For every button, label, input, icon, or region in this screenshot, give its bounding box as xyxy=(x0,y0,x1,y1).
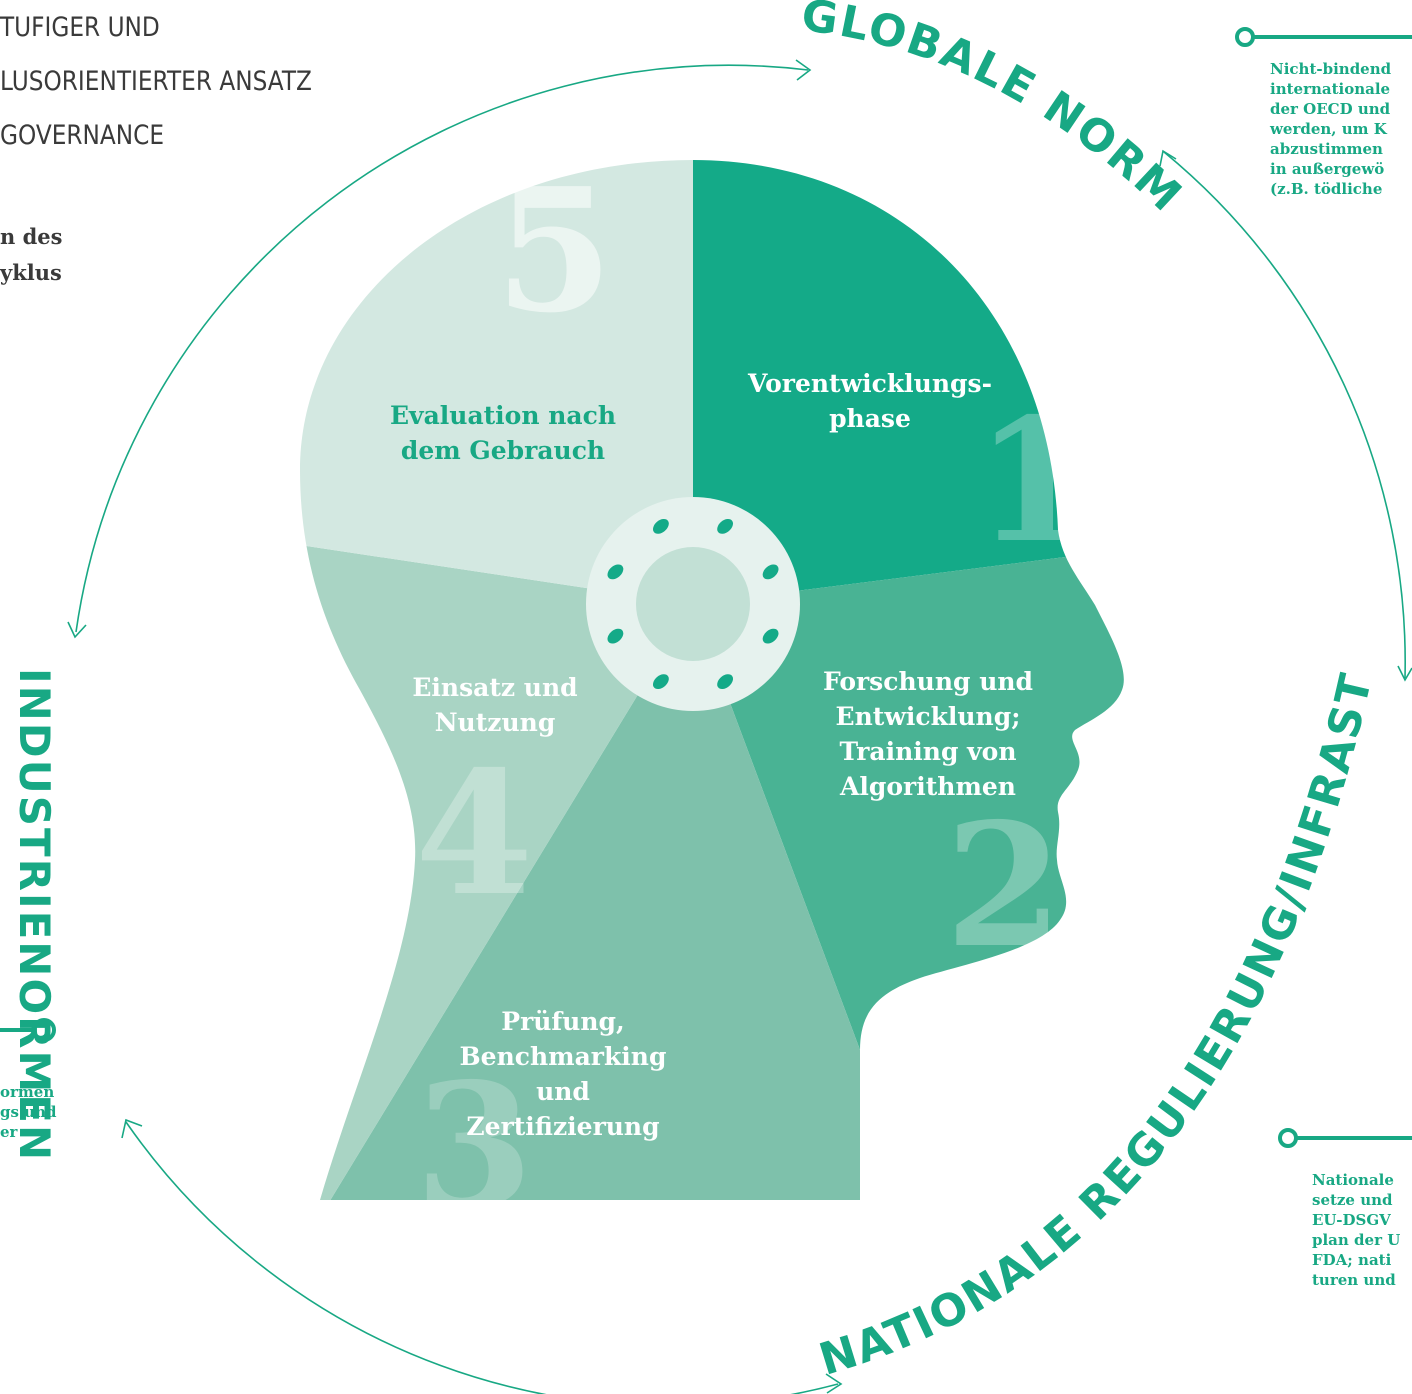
center-hub xyxy=(586,497,800,711)
arrowhead-bottom xyxy=(825,1373,843,1394)
arrowhead-right-bottom xyxy=(1397,665,1412,682)
hub-dot xyxy=(607,628,624,644)
phase-label-line: Zertifizierung xyxy=(466,1112,659,1141)
phase-label-line: Training von xyxy=(839,737,1016,766)
arc-top-left xyxy=(75,64,809,633)
note-national-line: Nationale xyxy=(1312,1171,1394,1189)
arrowhead-top xyxy=(795,59,812,81)
phase-label-line: dem Gebrauch xyxy=(401,436,605,465)
segment-phase-3 xyxy=(300,604,935,1200)
hub-dot xyxy=(762,564,779,580)
phase-label-line: Evaluation nach xyxy=(390,401,616,430)
note-national: Nationale setze und EU-DSGV plan der U F… xyxy=(1312,1170,1400,1290)
note-global-line: in außergewö xyxy=(1270,160,1385,178)
connector-national-dot xyxy=(1278,1128,1298,1148)
arrowhead-left xyxy=(67,621,87,639)
phase-label-line: Entwicklung; xyxy=(836,702,1021,731)
note-industry-line: ormen xyxy=(0,1083,55,1101)
note-national-line: FDA; nati xyxy=(1312,1251,1392,1269)
note-national-line: turen und xyxy=(1312,1271,1396,1289)
phase-label-line: phase xyxy=(829,404,911,433)
note-industry-line: gs und xyxy=(0,1103,57,1121)
phase-number-5: 5 xyxy=(495,151,613,351)
phase-label-1: Vorentwicklungs-phase xyxy=(747,369,992,433)
phase-label-line: Einsatz und xyxy=(412,673,577,702)
phase-label-line: Algorithmen xyxy=(839,772,1016,801)
hub-dot xyxy=(653,519,669,534)
hub-core xyxy=(636,547,750,661)
hub-dot xyxy=(653,674,669,689)
note-global-line: (z.B. tödliche xyxy=(1270,180,1383,198)
title-line-3: GOVERNANCE xyxy=(0,120,165,151)
hub-dot xyxy=(717,519,733,534)
arrowhead-left-bottom xyxy=(121,1118,143,1139)
arc-right xyxy=(1163,151,1406,679)
phase-label-line: Benchmarking xyxy=(460,1042,667,1071)
arrowhead-right-top xyxy=(1159,149,1177,167)
hub-dot xyxy=(762,628,779,644)
phase-number-3: 3 xyxy=(415,1046,533,1246)
connector-global-dot xyxy=(1235,27,1255,47)
phase-label-line: Vorentwicklungs- xyxy=(747,369,992,398)
connector-industry-dot xyxy=(32,1018,56,1042)
hub-dot xyxy=(607,564,624,580)
note-global-line: werden, um K xyxy=(1270,120,1387,138)
note-national-line: setze und xyxy=(1312,1191,1393,1209)
arrowheads xyxy=(67,59,1412,1394)
title-line-1: TUFIGER UND xyxy=(0,12,160,43)
note-global: Nicht-bindend internationale der OECD un… xyxy=(1270,59,1391,199)
hub-dot xyxy=(717,674,733,689)
cycle-arcs xyxy=(75,64,1406,1394)
phase-label-line: Nutzung xyxy=(435,708,556,737)
note-global-line: Nicht-bindend xyxy=(1270,60,1392,78)
note-national-line: plan der U xyxy=(1312,1231,1401,1249)
note-global-line: internationale xyxy=(1270,80,1391,98)
industry-norms-label: INDUSTRIENORMEN xyxy=(10,668,59,1162)
subtitle-line-2: yklus xyxy=(0,260,62,285)
title-line-2: LUSORIENTIERTER ANSATZ xyxy=(0,66,312,97)
subtitle-line-1: n des xyxy=(0,224,63,249)
note-global-line: der OECD und xyxy=(1270,100,1391,118)
note-national-line: EU-DSGV xyxy=(1312,1211,1391,1229)
phase-label-line: und xyxy=(536,1077,590,1106)
phase-label-5: Evaluation nach dem Gebrauch xyxy=(390,401,616,465)
hub-dots xyxy=(607,519,779,689)
note-connectors xyxy=(0,27,1412,1148)
phase-label-line: Forschung und xyxy=(823,667,1033,696)
phase-number-1: 1 xyxy=(975,381,1093,581)
phase-number-4: 4 xyxy=(415,734,533,934)
industry-norms-text: INDUSTRIENORMEN xyxy=(10,668,59,1162)
arc-bottom xyxy=(125,1121,839,1394)
note-global-line: abzustimmen xyxy=(1270,140,1383,158)
note-industry: ormen gs und er xyxy=(0,1082,56,1142)
phase-number-2: 2 xyxy=(945,786,1063,986)
note-industry-line: er xyxy=(0,1123,18,1141)
phase-label-line: Prüfung, xyxy=(501,1007,624,1036)
